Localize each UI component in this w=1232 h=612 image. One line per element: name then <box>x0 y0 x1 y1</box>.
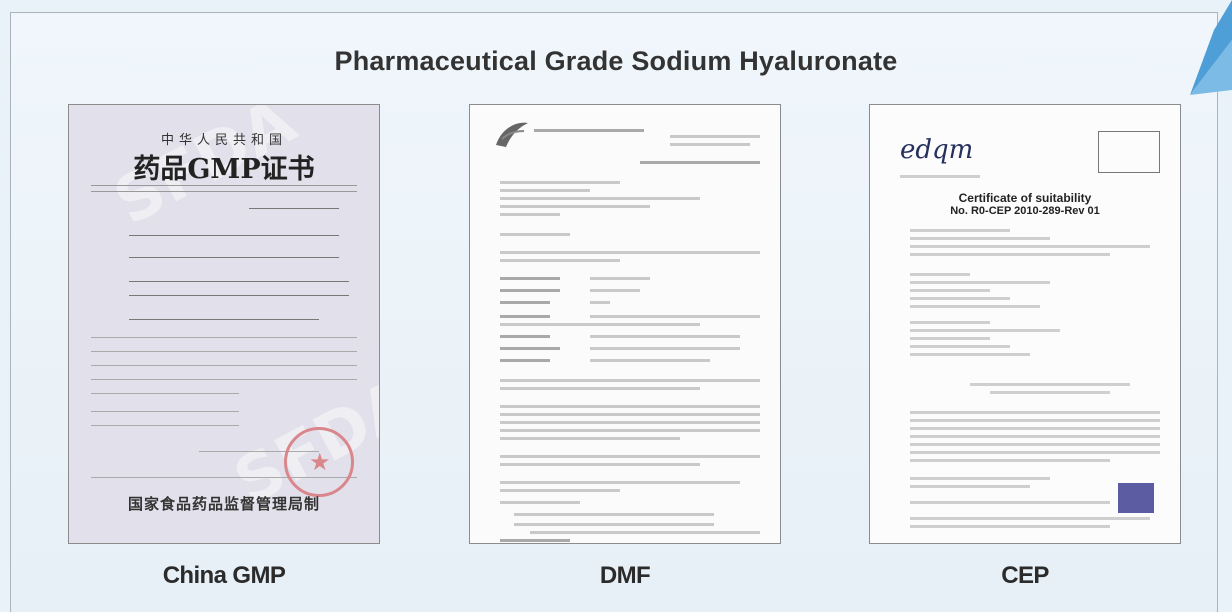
gmp-footer: 国家食品药品监督管理局制 <box>127 495 320 513</box>
cep-title: Certificate of suitability <box>958 191 1092 205</box>
dmf-document-image[interactable] <box>469 104 781 544</box>
edqm-stamp-icon <box>1118 483 1154 513</box>
hhs-eagle-logo-icon <box>496 122 528 147</box>
edqm-logo: edqm <box>900 135 974 165</box>
china-gmp-label: China GMP <box>162 562 286 589</box>
dmf-label: DMF <box>599 562 651 589</box>
corner-decoration-icon <box>1190 0 1232 95</box>
gmp-header-country: 中华人民共和国 <box>160 133 287 148</box>
council-of-europe-logo-icon <box>1098 131 1160 173</box>
china-gmp-certificate-image[interactable]: SFDA SFDA 中华人民共和国 药品GMP证书 国家食品药品监督管理局制 <box>68 104 380 544</box>
cep-certificate-image[interactable]: edqm Certificate of suitability No. R0-C… <box>869 104 1181 544</box>
cep-label: CEP <box>1001 562 1049 589</box>
gmp-header-title: 药品GMP证书 <box>133 154 315 185</box>
cep-number: No. R0-CEP 2010-289-Rev 01 <box>950 205 1100 217</box>
page-title: Pharmaceutical Grade Sodium Hyaluronate <box>334 46 898 76</box>
official-seal-icon <box>284 427 354 497</box>
